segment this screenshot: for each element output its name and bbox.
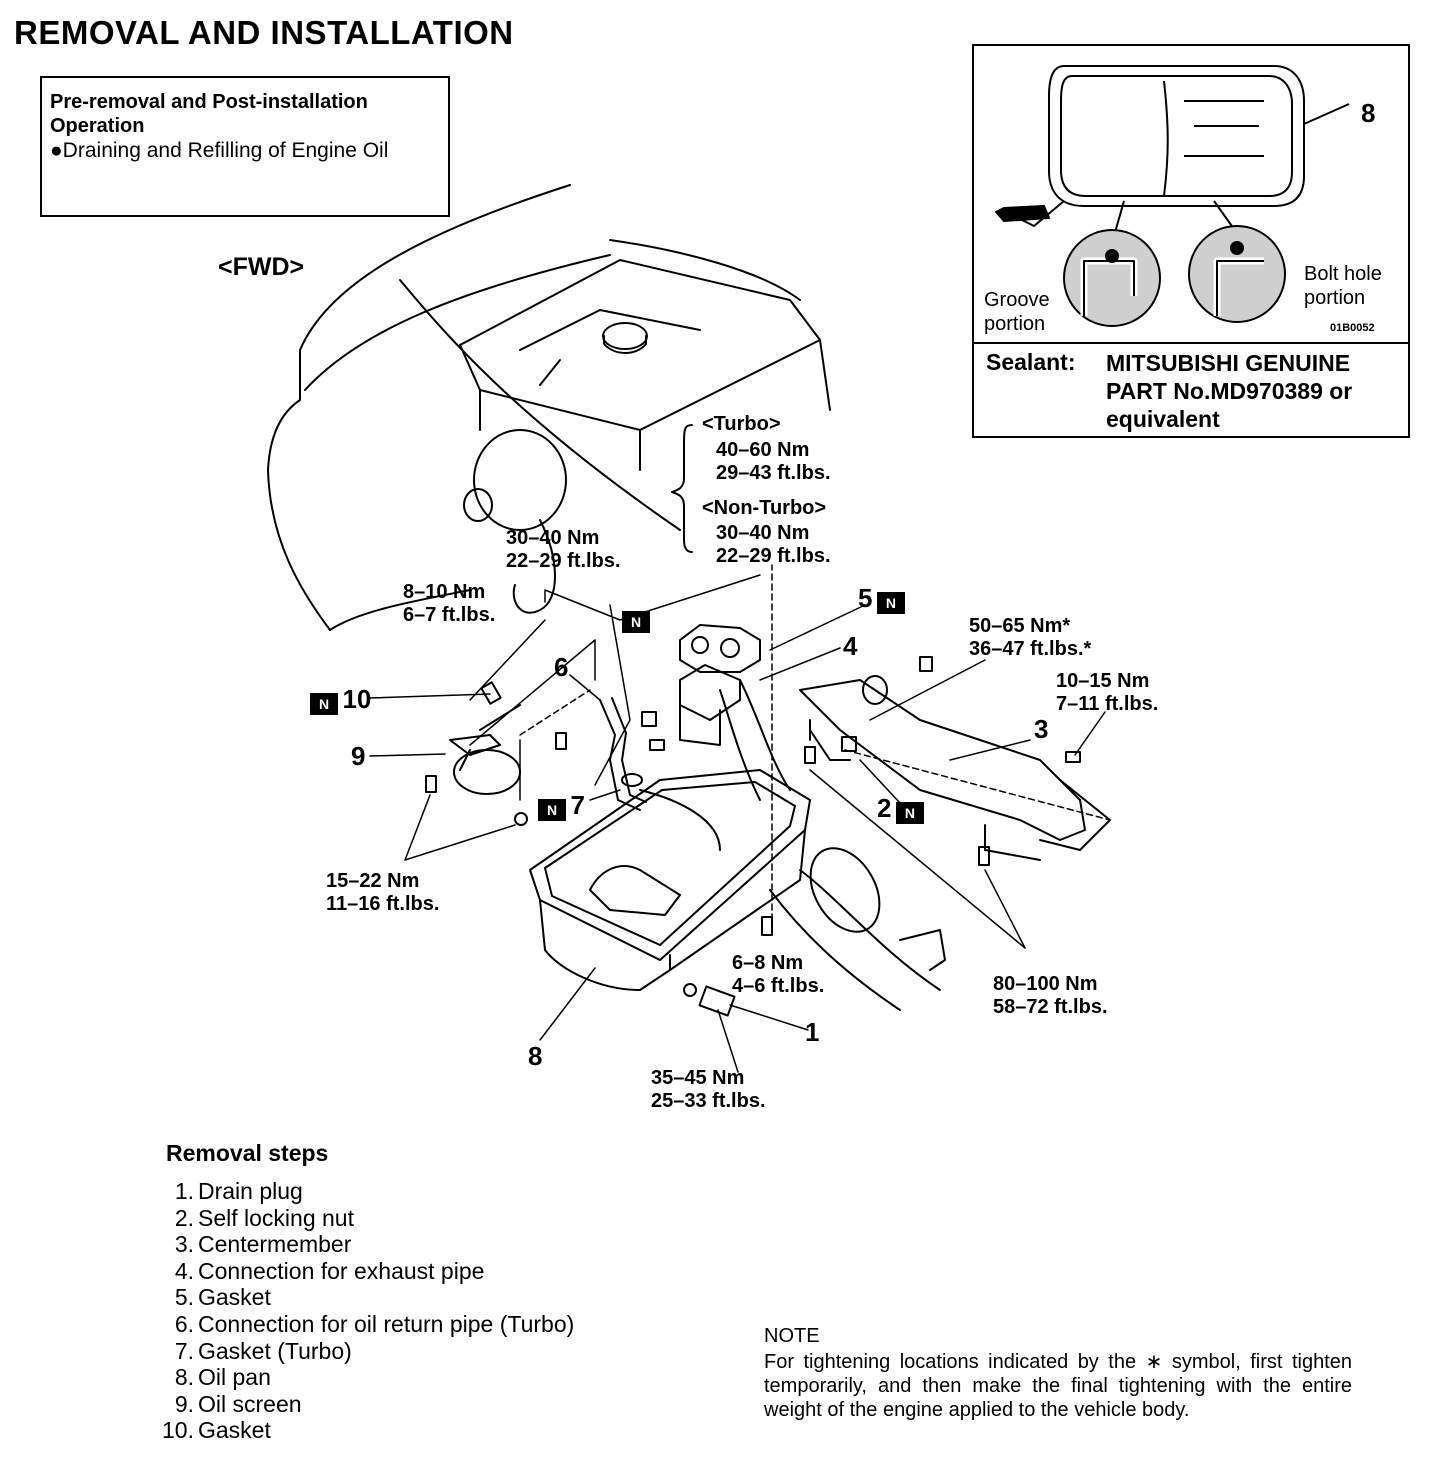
sealant-label: Sealant:: [986, 349, 1076, 375]
groove-portion-label: Groove portion: [984, 289, 1050, 335]
list-item: 8.Oil pan: [174, 1364, 271, 1391]
oil-cap-shape: [602, 322, 648, 354]
list-item: 10.Gasket: [162, 1417, 271, 1444]
n-replace-icon: N: [310, 692, 338, 715]
callout-10: 10: [342, 684, 372, 714]
inset-callout-8: 8: [1361, 98, 1376, 128]
n-replace-icon-6: N: [622, 611, 650, 633]
torque-label-80-100: 80–100 Nm 58–72 ft.lbs.: [993, 973, 1108, 1018]
callout-8: 8: [528, 1041, 543, 1071]
engine-outline: [267, 184, 831, 631]
oil-return-pipe-shape: [599, 697, 647, 811]
inset-divider: [974, 342, 1408, 344]
callout-10-group: N 10: [310, 684, 371, 715]
pre-operation-heading-1: Pre-removal and Post-installation: [50, 91, 368, 113]
note-heading: NOTE: [764, 1325, 820, 1347]
torque-label-50-65: 50–65 Nm* 36–47 ft.lbs.*: [969, 615, 1092, 660]
pre-operation-box: Pre-removal and Post-installation Operat…: [40, 76, 450, 217]
removal-steps-heading: Removal steps: [166, 1140, 329, 1166]
callout-9: 9: [351, 741, 366, 771]
pulley-shape: [463, 429, 567, 614]
list-item: 6.Connection for oil return pipe (Turbo): [174, 1310, 575, 1337]
n-replace-icon: N: [622, 611, 650, 633]
torque-turbo-header: <Turbo>: [702, 413, 781, 435]
page-title: REMOVAL AND INSTALLATION: [14, 14, 514, 51]
torque-label-35-45: 35–45 Nm 25–33 ft.lbs.: [651, 1067, 766, 1112]
pre-operation-item: ●Draining and Refilling of Engine Oil: [50, 139, 389, 162]
fwd-label: <FWD>: [218, 253, 305, 281]
list-item: 4.Connection for exhaust pipe: [174, 1257, 485, 1284]
torque-nonturbo-values: 30–40 Nm 22–29 ft.lbs.: [716, 522, 831, 567]
list-item: 1.Drain plug: [174, 1178, 303, 1204]
centermember-shape: [799, 675, 1111, 861]
removal-steps-list: 1.Drain plug 2.Self locking nut 3.Center…: [146, 1178, 574, 1444]
bolt-hole-portion-label: Bolt hole portion: [1304, 263, 1382, 309]
note-body: For tightening locations indicated by th…: [764, 1351, 1352, 1421]
pre-operation-heading-2: Operation: [50, 115, 145, 137]
callout-2: 2: [877, 793, 892, 823]
oil-pan-shape: [529, 769, 811, 991]
callout-5: 5: [858, 583, 873, 613]
list-item: 9.Oil screen: [174, 1390, 302, 1417]
list-item: 7.Gasket (Turbo): [174, 1337, 352, 1364]
n-replace-icon: N: [876, 591, 905, 614]
exhaust-flange-shape: [679, 624, 791, 801]
torque-turbo-values: 40–60 Nm 29–43 ft.lbs.: [716, 439, 831, 484]
list-item: 3.Centermember: [174, 1231, 352, 1258]
list-item: 2.Self locking nut: [174, 1204, 354, 1231]
list-item: 5.Gasket: [174, 1284, 271, 1311]
torque-nonturbo-header: <Non-Turbo>: [702, 497, 827, 519]
callout-7: 7: [570, 790, 585, 820]
sealant-text: MITSUBISHI GENUINE PART No.MD970389 or e…: [1106, 350, 1353, 432]
n-replace-icon: N: [895, 801, 924, 824]
callout-4: 4: [843, 631, 858, 661]
callout-5-group: 5 N: [858, 583, 905, 614]
sealant-inset-drawing: [995, 65, 1350, 327]
n-replace-icon: N: [538, 798, 566, 821]
callout-1: 1: [805, 1017, 820, 1047]
torque-label-10-15: 10–15 Nm 7–11 ft.lbs.: [1056, 670, 1159, 715]
sealant-inset: 8 Groove portion Bolt hole portion 01B00…: [972, 44, 1410, 438]
torque-label-15-22: 15–22 Nm 11–16 ft.lbs.: [326, 870, 440, 915]
callout-6: 6: [554, 652, 569, 682]
exhaust-pipe-shape: [769, 847, 946, 1011]
callout-2-group: 2 N: [877, 793, 924, 824]
torque-label-8-10: 8–10 Nm 6–7 ft.lbs.: [403, 581, 496, 626]
torque-label-30-40: 30–40 Nm 22–29 ft.lbs.: [506, 527, 621, 572]
figure-code: 01B0052: [1330, 322, 1375, 334]
leader-lines: [369, 564, 1106, 1073]
torque-label-6-8: 6–8 Nm 4–6 ft.lbs.: [732, 952, 825, 997]
oil-screen-shape: [449, 704, 521, 795]
callout-7-group: N 7: [538, 790, 585, 821]
callout-3: 3: [1034, 714, 1049, 744]
